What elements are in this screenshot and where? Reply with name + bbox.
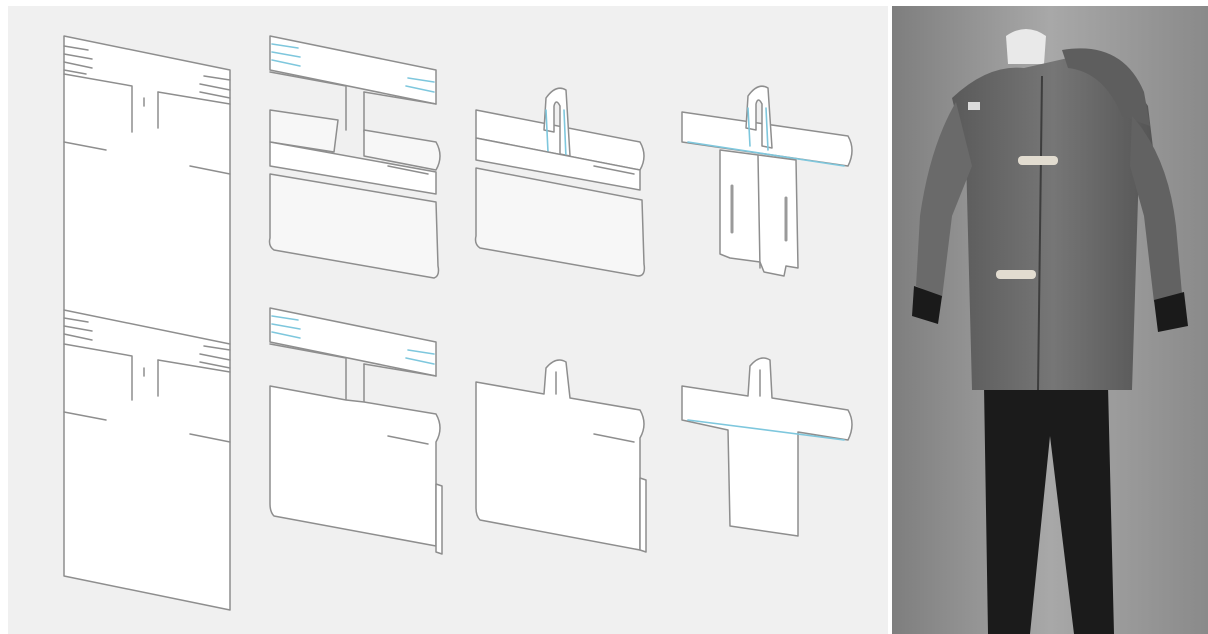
row1-step3-hood-formed: [476, 88, 645, 276]
coat-badge: [968, 102, 980, 110]
pattern-folding-diagram: [8, 6, 888, 634]
photo-svg: [892, 6, 1208, 634]
row1-step4-coat-assembled: [682, 86, 852, 276]
diagram-svg: [8, 6, 888, 634]
toggle-upper: [1018, 156, 1058, 165]
finished-coat-photo: [892, 6, 1208, 634]
row2-step4-coat-assembled: [682, 358, 852, 536]
mannequin-neck: [1006, 29, 1046, 64]
row1-step2-sleeves-folded: [270, 36, 441, 278]
row1-step1-flat-pattern: [64, 36, 230, 610]
toggle-lower: [996, 270, 1036, 279]
row2-step2-sleeves-folded: [270, 308, 442, 554]
row2-step3-hood-formed: [476, 360, 646, 552]
